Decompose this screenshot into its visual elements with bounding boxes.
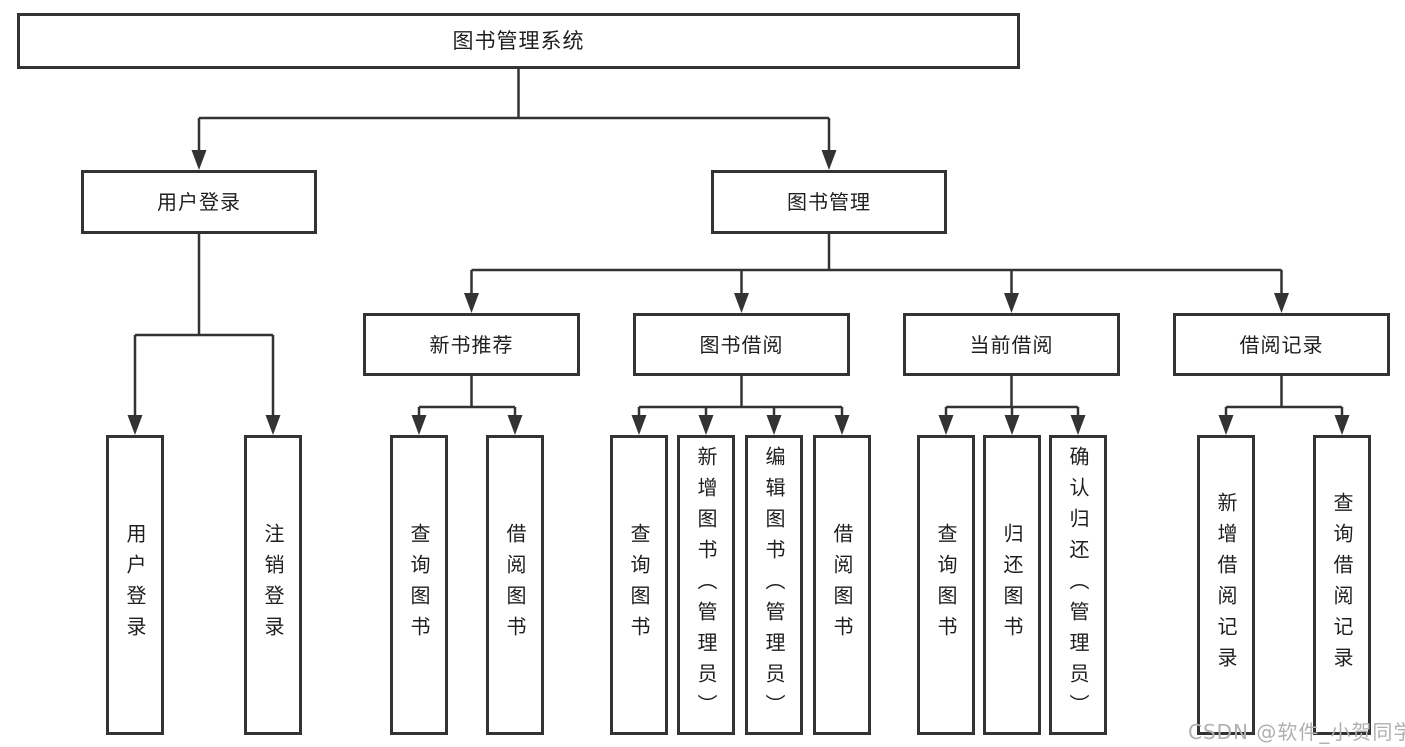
node-book-mgmt: 图书管理 [711, 170, 947, 234]
leaf-edit-book-admin: 编辑图书（管理员） [745, 435, 803, 735]
leaf-query-borrow-record-label: 查询借阅记录 [1330, 492, 1354, 678]
arrowhead [411, 415, 427, 435]
arrowhead [127, 415, 143, 435]
csdn-watermark: CSDN @软件_小贺同学 [1188, 720, 1405, 744]
leaf-query-book-2: 查询图书 [610, 435, 668, 735]
arrowhead [938, 415, 954, 435]
leaf-add-borrow-record-label: 新增借阅记录 [1214, 492, 1238, 678]
leaf-return-book-label: 归还图书 [1000, 523, 1024, 647]
arrowhead [631, 415, 647, 435]
node-user-login-label: 用户登录 [157, 190, 241, 214]
connector-mgmt-to-level3 [470, 234, 1283, 295]
node-new-book-recommend-label: 新书推荐 [429, 332, 514, 357]
arrowhead [1004, 415, 1020, 435]
leaf-confirm-return-admin-label: 确认归还（管理员） [1066, 445, 1090, 725]
arrowhead [191, 150, 207, 170]
leaf-query-book-3: 查询图书 [917, 435, 975, 735]
node-user-login: 用户登录 [81, 170, 317, 234]
node-root-label: 图书管理系统 [452, 28, 585, 53]
arrowhead [766, 415, 782, 435]
node-book-borrow: 图书借阅 [633, 313, 850, 376]
leaf-logout: 注销登录 [244, 435, 302, 735]
leaf-borrow-book-1-label: 借阅图书 [503, 523, 527, 647]
leaf-query-borrow-record: 查询借阅记录 [1313, 435, 1371, 735]
leaf-add-book-admin: 新增图书（管理员） [677, 435, 735, 735]
connector-current-to-children [944, 376, 1080, 417]
connector-borrow-to-children [637, 376, 844, 417]
arrowhead [1218, 415, 1234, 435]
arrowhead [464, 293, 479, 313]
node-root: 图书管理系统 [17, 13, 1020, 69]
connector-root-to-level2 [197, 69, 831, 152]
leaf-borrow-book-1: 借阅图书 [486, 435, 544, 735]
leaf-return-book: 归还图书 [983, 435, 1041, 735]
leaf-confirm-return-admin: 确认归还（管理员） [1049, 435, 1107, 735]
connector-records-to-children [1224, 376, 1344, 417]
node-current-borrow: 当前借阅 [903, 313, 1120, 376]
leaf-query-book-1: 查询图书 [390, 435, 448, 735]
arrowhead [834, 415, 850, 435]
arrowhead [1004, 293, 1019, 313]
node-current-borrow-label: 当前借阅 [969, 332, 1054, 357]
node-book-mgmt-label: 图书管理 [787, 190, 871, 214]
leaf-add-borrow-record: 新增借阅记录 [1197, 435, 1255, 735]
node-borrow-records-label: 借阅记录 [1239, 332, 1324, 357]
arrowhead [265, 415, 281, 435]
arrowhead [1334, 415, 1350, 435]
leaf-logout-label: 注销登录 [261, 523, 285, 647]
connector-lines [133, 69, 1344, 417]
arrowhead [698, 415, 714, 435]
leaf-add-book-admin-label: 新增图书（管理员） [694, 445, 718, 725]
arrowhead [734, 293, 749, 313]
node-book-borrow-label: 图书借阅 [699, 332, 784, 357]
leaf-query-book-3-label: 查询图书 [934, 523, 958, 647]
arrowhead [821, 150, 837, 170]
connector-recommend-to-children [417, 376, 517, 417]
arrowhead [507, 415, 523, 435]
leaf-user-login-label: 用户登录 [123, 523, 147, 647]
leaf-borrow-book-2: 借阅图书 [813, 435, 871, 735]
arrowheads [127, 150, 1350, 435]
node-new-book-recommend: 新书推荐 [363, 313, 580, 376]
arrowhead [1274, 293, 1289, 313]
leaf-borrow-book-2-label: 借阅图书 [830, 523, 854, 647]
node-borrow-records: 借阅记录 [1173, 313, 1390, 376]
arrowhead [1070, 415, 1086, 435]
leaf-query-book-2-label: 查询图书 [627, 523, 651, 647]
leaf-user-login: 用户登录 [106, 435, 164, 735]
leaf-query-book-1-label: 查询图书 [407, 523, 431, 647]
connector-login-to-children [133, 234, 275, 417]
leaf-edit-book-admin-label: 编辑图书（管理员） [762, 445, 786, 725]
